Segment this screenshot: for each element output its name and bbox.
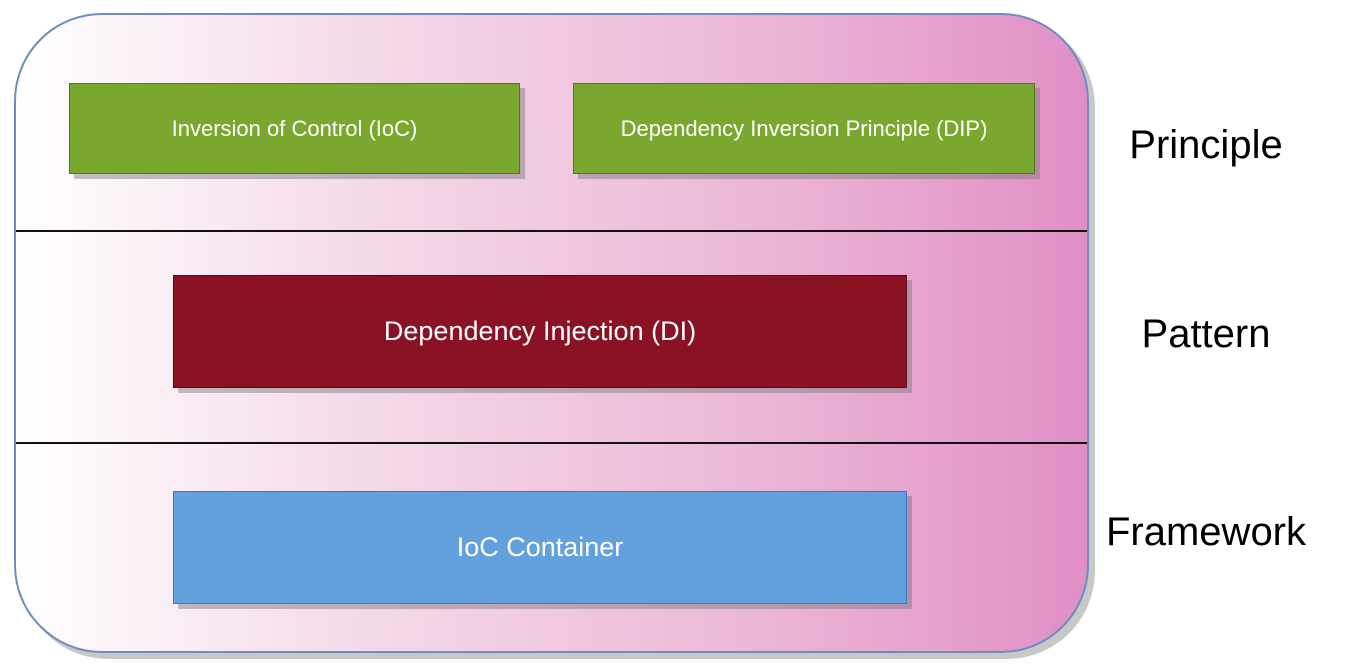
box-dependency-injection: Dependency Injection (DI) (173, 275, 907, 388)
box-dependency-inversion-principle: Dependency Inversion Principle (DIP) (573, 83, 1035, 174)
box-dependency-injection-label: Dependency Injection (DI) (383, 316, 697, 346)
layer-label-pattern: Pattern (1141, 312, 1271, 356)
box-inversion-of-control: Inversion of Control (IoC) (69, 83, 520, 174)
box-dependency-inversion-principle-label: Dependency Inversion Principle (DIP) (620, 115, 988, 141)
box-ioc-container-label: IoC Container (456, 532, 624, 562)
box-ioc-container: IoC Container (173, 491, 907, 604)
divider-pattern-framework (16, 442, 1087, 444)
layer-label-framework: Framework (1105, 510, 1307, 554)
divider-principle-pattern (16, 230, 1087, 232)
box-inversion-of-control-label: Inversion of Control (IoC) (171, 115, 418, 141)
layer-label-principle: Principle (1129, 123, 1283, 167)
